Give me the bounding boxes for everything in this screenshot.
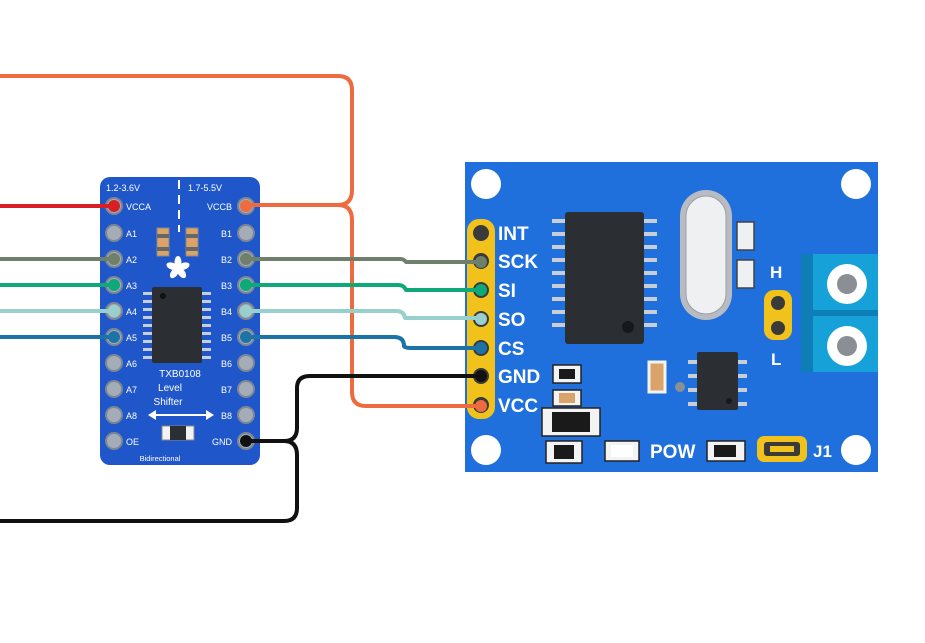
capacitor bbox=[185, 227, 199, 257]
shifter-pin-label: B4 bbox=[221, 307, 232, 317]
shifter-label: Shifter bbox=[154, 397, 184, 408]
can-controller-chip bbox=[552, 212, 657, 344]
can-transceiver-chip bbox=[688, 352, 747, 410]
shifter-pin-label: B8 bbox=[221, 411, 232, 421]
hl-jumper bbox=[764, 290, 792, 340]
shifter-pin-label: A5 bbox=[126, 333, 137, 343]
level-shifter-board: 1.2-3.6V 1.7-5.5V bbox=[100, 177, 260, 465]
mount-hole bbox=[471, 435, 501, 465]
mount-hole bbox=[841, 169, 871, 199]
wire-ends bbox=[108, 200, 487, 447]
shifter-pin-label: A6 bbox=[126, 359, 137, 369]
shifter-pin-label: A2 bbox=[126, 255, 137, 265]
shifter-pin-label: B3 bbox=[221, 281, 232, 291]
shifter-pin-label: A7 bbox=[126, 385, 137, 395]
wire-gnd-bottom bbox=[0, 439, 299, 523]
module-pin-label: SO bbox=[498, 310, 525, 331]
shifter-pin-label: B1 bbox=[221, 229, 232, 239]
j1-label: J1 bbox=[813, 442, 832, 461]
capacitor bbox=[736, 259, 755, 289]
wire-vccb-to-module-vcc bbox=[244, 203, 483, 408]
module-pin-label: INT bbox=[498, 224, 529, 245]
wire-sck bbox=[0, 257, 483, 264]
j1-jumper bbox=[757, 436, 807, 462]
mount-hole bbox=[471, 169, 501, 199]
bidirectional-label: Bidirectional bbox=[140, 454, 181, 463]
module-pin-label: GND bbox=[498, 367, 540, 388]
range-high-label: 1.7-5.5V bbox=[188, 183, 222, 193]
mcp2515-module: POW J1 H L bbox=[465, 162, 878, 472]
resistor bbox=[647, 360, 667, 394]
chip-name-label: TXB0108 bbox=[159, 369, 201, 380]
wire-so bbox=[0, 309, 483, 320]
screw-terminal bbox=[801, 254, 878, 372]
wire-gnd-module bbox=[244, 374, 483, 443]
module-pin-label: SCK bbox=[498, 252, 538, 273]
module-pin-label: VCC bbox=[498, 396, 538, 417]
bidirectional-arrow-icon bbox=[148, 410, 214, 420]
wire-cs bbox=[0, 335, 483, 350]
mount-hole bbox=[841, 435, 871, 465]
range-low-label: 1.2-3.6V bbox=[106, 183, 140, 193]
test-point bbox=[675, 382, 685, 392]
capacitor bbox=[736, 221, 755, 251]
module-pin-label: CS bbox=[498, 339, 524, 360]
shifter-pin-label: A4 bbox=[126, 307, 137, 317]
shifter-pin-label: B5 bbox=[221, 333, 232, 343]
shifter-pin-label: A3 bbox=[126, 281, 137, 291]
shifter-pin-label: A8 bbox=[126, 411, 137, 421]
jumper-h-label: H bbox=[770, 263, 782, 282]
shifter-pin-label: VCCB bbox=[207, 202, 232, 212]
shifter-pin-label: GND bbox=[212, 437, 233, 447]
crystal-oscillator bbox=[680, 190, 732, 320]
pow-label: POW bbox=[650, 442, 695, 463]
wire-si bbox=[0, 283, 483, 292]
level-label: Level bbox=[158, 383, 182, 394]
shifter-pin-label: OE bbox=[126, 437, 139, 447]
shifter-pin-label: VCCA bbox=[126, 202, 151, 212]
shifter-pin-label: A1 bbox=[126, 229, 137, 239]
shifter-pin-label: B6 bbox=[221, 359, 232, 369]
shifter-pin-label: B7 bbox=[221, 385, 232, 395]
jumper-l-label: L bbox=[771, 350, 781, 369]
txb0108-chip bbox=[143, 287, 211, 363]
shifter-pin-label: B2 bbox=[221, 255, 232, 265]
module-pin-label: SI bbox=[498, 281, 516, 302]
flower-logo-icon bbox=[166, 256, 190, 279]
capacitor bbox=[156, 227, 170, 257]
pin-int bbox=[473, 225, 489, 241]
